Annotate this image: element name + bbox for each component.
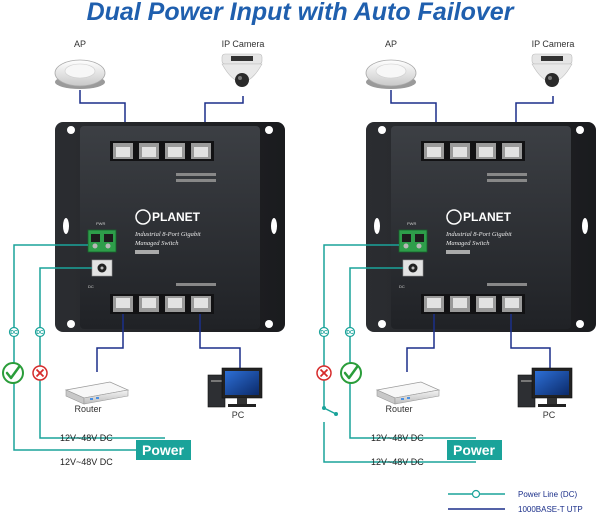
ap-label: AP [385, 39, 397, 49]
cross-icon [32, 365, 48, 381]
router-device: Router [375, 381, 441, 414]
ip-camera-device: IP Camera [221, 39, 265, 87]
power-box [447, 440, 502, 460]
pc-label: PC [232, 410, 245, 420]
bottom-ports [110, 294, 214, 314]
power-line-1 [323, 244, 399, 408]
pc-label: PC [543, 410, 556, 420]
voltage-label-2: 12V~48V DC [371, 457, 424, 467]
planet-logo-icon [446, 209, 462, 225]
pc-device: PC [207, 367, 263, 420]
model-line-2: Managed Switch [134, 240, 179, 247]
left-panel: AP IP Camera [2, 39, 285, 467]
dc-in-label: DC [399, 284, 405, 289]
power-line-1b [323, 422, 476, 463]
pwr-label: PWR [407, 221, 416, 226]
pwr-label: PWR [96, 221, 105, 226]
utp-line [510, 314, 551, 372]
voltage-label-1: 12V~48V DC [60, 433, 113, 443]
ip-camera-label: IP Camera [222, 39, 265, 49]
cross-icon [316, 365, 332, 381]
page-title: Dual Power Input with Auto Failover [87, 0, 515, 26]
utp-line [390, 90, 437, 140]
power-line-2 [349, 267, 476, 439]
model-line-1: Industrial 8-Port Gigabit [445, 231, 512, 238]
utp-line [199, 314, 241, 372]
power-label: Power [453, 442, 496, 458]
legend: Power Line (DC) 1000BASE-T UTP [448, 489, 583, 514]
power-supply: Power [136, 440, 191, 460]
top-ports [421, 141, 525, 161]
router-label: Router [385, 404, 412, 414]
power-supply: Power [447, 440, 502, 460]
voltage-label-2: 12V~48V DC [60, 457, 113, 467]
switch-device: PLANET Industrial 8-Port Gigabit Managed… [55, 122, 285, 332]
pc-device: PC [517, 367, 573, 420]
switch-device: PLANET Industrial 8-Port Gigabit Managed… [366, 122, 596, 332]
router-label: Router [74, 404, 101, 414]
ap-device: AP [54, 39, 106, 89]
router-device: Router [64, 381, 130, 414]
legend-power-label: Power Line (DC) [518, 490, 577, 499]
planet-logo-icon [135, 209, 151, 225]
utp-line [515, 96, 554, 140]
dc-marker: DC [10, 330, 18, 336]
power-label: Power [142, 442, 185, 458]
model-line-1: Industrial 8-Port Gigabit [134, 231, 201, 238]
utp-line [406, 314, 435, 372]
ap-device: AP [365, 39, 417, 89]
top-ports [110, 141, 214, 161]
dc-marker: DC [320, 330, 328, 336]
bottom-ports [421, 294, 525, 314]
dc-in-label: DC [88, 284, 94, 289]
brand-label: PLANET [463, 210, 512, 224]
dc-marker: DC [36, 330, 44, 336]
model-line-2: Managed Switch [445, 240, 490, 247]
dc-marker: DC [346, 330, 354, 336]
ip-camera-label: IP Camera [532, 39, 575, 49]
voltage-label-1: 12V~48V DC [371, 433, 424, 443]
utp-line [204, 96, 244, 140]
power-line-1 [13, 244, 165, 451]
utp-line [96, 314, 124, 372]
right-panel: AP IP Camera [316, 39, 596, 467]
ap-label: AP [74, 39, 86, 49]
check-icon [2, 362, 24, 384]
ip-camera-device: IP Camera [531, 39, 575, 87]
check-icon [340, 362, 362, 384]
power-line-break [323, 407, 337, 415]
utp-line [79, 90, 126, 140]
power-box [136, 440, 191, 460]
power-line-2 [39, 267, 165, 439]
brand-label: PLANET [152, 210, 201, 224]
legend-utp-label: 1000BASE-T UTP [518, 505, 583, 514]
